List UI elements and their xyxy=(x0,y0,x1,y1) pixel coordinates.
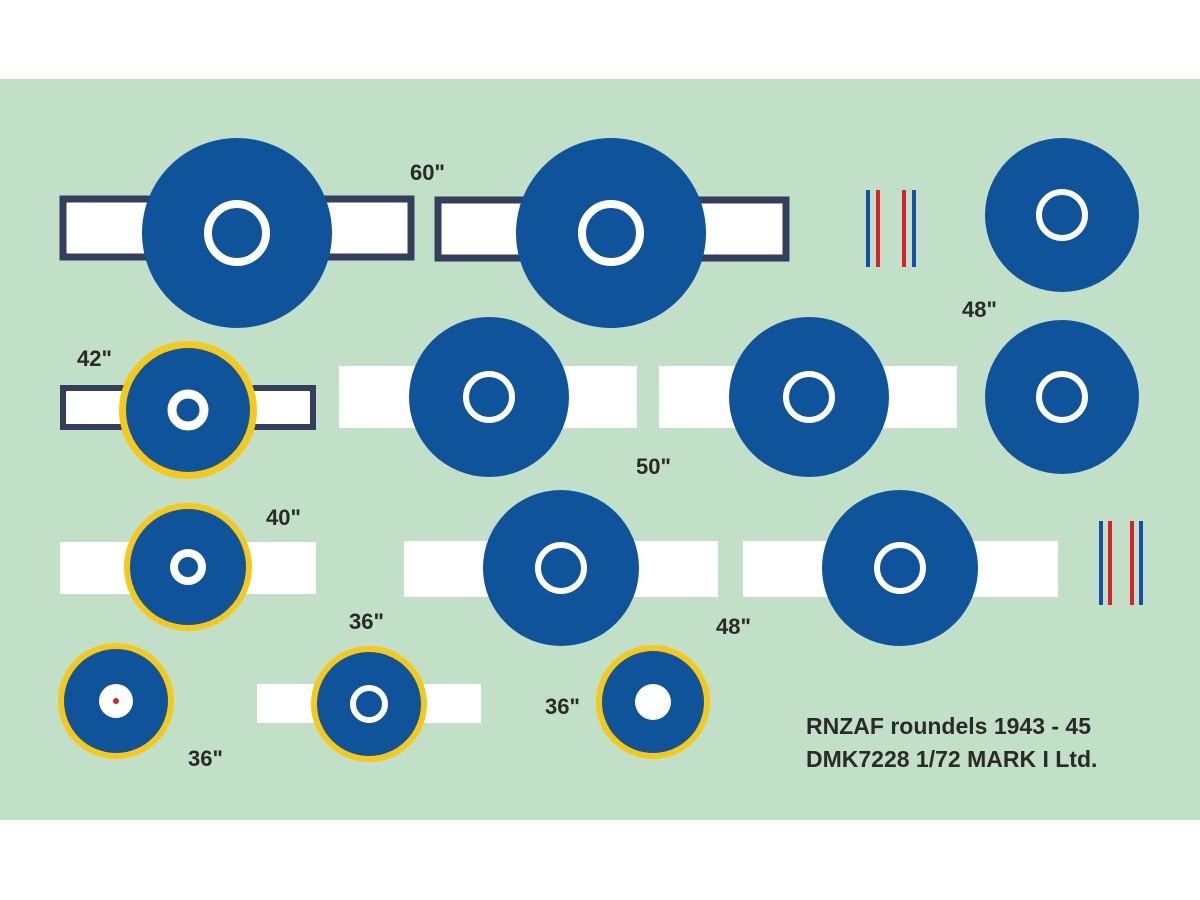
size-label-36-b: 36" xyxy=(545,694,580,719)
white-ring xyxy=(578,200,644,266)
size-label-60: 60" xyxy=(410,160,445,185)
white-ring xyxy=(204,200,270,266)
decal-sheet xyxy=(0,79,1200,820)
roundel-36-red-dot xyxy=(58,643,174,759)
wing-roundel-48-mid xyxy=(985,320,1139,474)
roundel-48-left xyxy=(404,490,718,646)
size-label-48-top: 48" xyxy=(962,297,997,322)
decal-artwork xyxy=(0,79,1200,820)
sheet-product-code: DMK7228 1/72 MARK I Ltd. xyxy=(806,746,1098,772)
fin-flash-top xyxy=(866,190,916,267)
size-label-36-c: 36" xyxy=(188,746,223,771)
size-label-42: 42" xyxy=(77,346,112,371)
roundel-60-left xyxy=(59,138,415,328)
roundel-60-right xyxy=(434,138,790,328)
roundel-50-right xyxy=(659,317,957,477)
fin-flash-bottom xyxy=(1099,521,1143,605)
roundel-48-right xyxy=(743,490,1058,646)
roundel-40 xyxy=(60,503,316,631)
roundel-50-left xyxy=(339,317,637,477)
size-label-40: 40" xyxy=(266,505,301,530)
blue-disc xyxy=(516,138,706,328)
blue-disc xyxy=(142,138,332,328)
size-label-36-a: 36" xyxy=(349,609,384,634)
wing-roundel-48-top xyxy=(985,138,1139,292)
size-label-48-mid: 48" xyxy=(716,614,751,639)
roundel-36-bar xyxy=(257,646,481,762)
roundel-42 xyxy=(60,341,316,479)
size-label-50: 50" xyxy=(636,454,671,479)
roundel-36-white-dot xyxy=(596,645,710,759)
sheet-title: RNZAF roundels 1943 - 45 xyxy=(806,713,1092,739)
